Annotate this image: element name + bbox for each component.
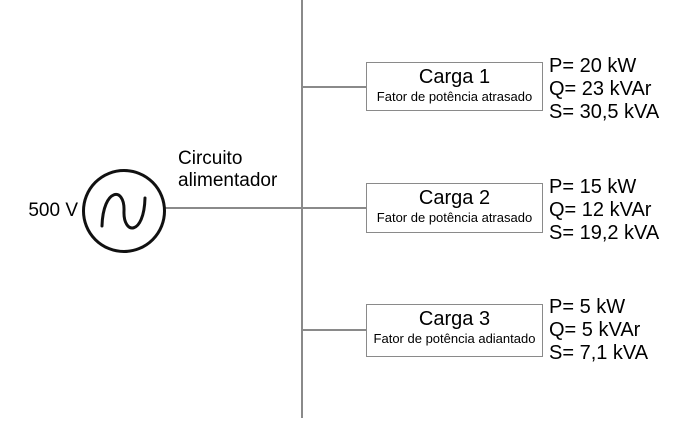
- load2-reactive-power: Q= 12 kVAr: [549, 199, 652, 221]
- load2-subtitle: Fator de potência atrasado: [376, 210, 533, 225]
- load3-active-power: P= 5 kW: [549, 296, 626, 318]
- ac-source-symbol: [82, 169, 166, 253]
- load-box-carga1: Carga 1 Fator de potência atrasado: [366, 62, 543, 111]
- branch-wire-load2: [301, 207, 366, 209]
- load3-title: Carga 3: [418, 308, 491, 330]
- load3-power-values: P= 5 kW Q= 5 kVAr S= 7,1 kVA: [549, 296, 648, 365]
- load3-reactive-power: Q= 5 kVAr: [549, 319, 641, 341]
- branch-wire-load3: [301, 329, 366, 331]
- feeder-label-line1: Circuito: [178, 148, 243, 169]
- load1-reactive-power: Q= 23 kVAr: [549, 78, 652, 100]
- load2-power-values: P= 15 kW Q= 12 kVAr S= 19,2 kVA: [549, 176, 659, 245]
- load1-apparent-power: S= 30,5 kVA: [549, 101, 660, 123]
- feeder-wire: [165, 207, 301, 209]
- load-box-carga3: Carga 3 Fator de potência adiantado: [366, 304, 543, 357]
- load1-subtitle: Fator de potência atrasado: [376, 89, 533, 104]
- feeder-label-line2: alimentador: [178, 170, 278, 191]
- source-voltage-label: 500 V: [28, 200, 78, 221]
- load2-active-power: P= 15 kW: [549, 176, 637, 198]
- load3-apparent-power: S= 7,1 kVA: [549, 342, 649, 364]
- load1-power-values: P= 20 kW Q= 23 kVAr S= 30,5 kVA: [549, 55, 659, 124]
- load1-active-power: P= 20 kW: [549, 55, 637, 77]
- load2-title: Carga 2: [418, 187, 491, 209]
- load-box-carga2: Carga 2 Fator de potência atrasado: [366, 183, 543, 233]
- load2-apparent-power: S= 19,2 kVA: [549, 222, 660, 244]
- feeder-label: Circuito alimentador: [178, 148, 277, 192]
- bus-line: [301, 0, 303, 418]
- ac-sine-icon: [100, 193, 147, 230]
- branch-wire-load1: [301, 86, 366, 88]
- load3-subtitle: Fator de potência adiantado: [373, 331, 536, 346]
- load1-title: Carga 1: [418, 66, 491, 88]
